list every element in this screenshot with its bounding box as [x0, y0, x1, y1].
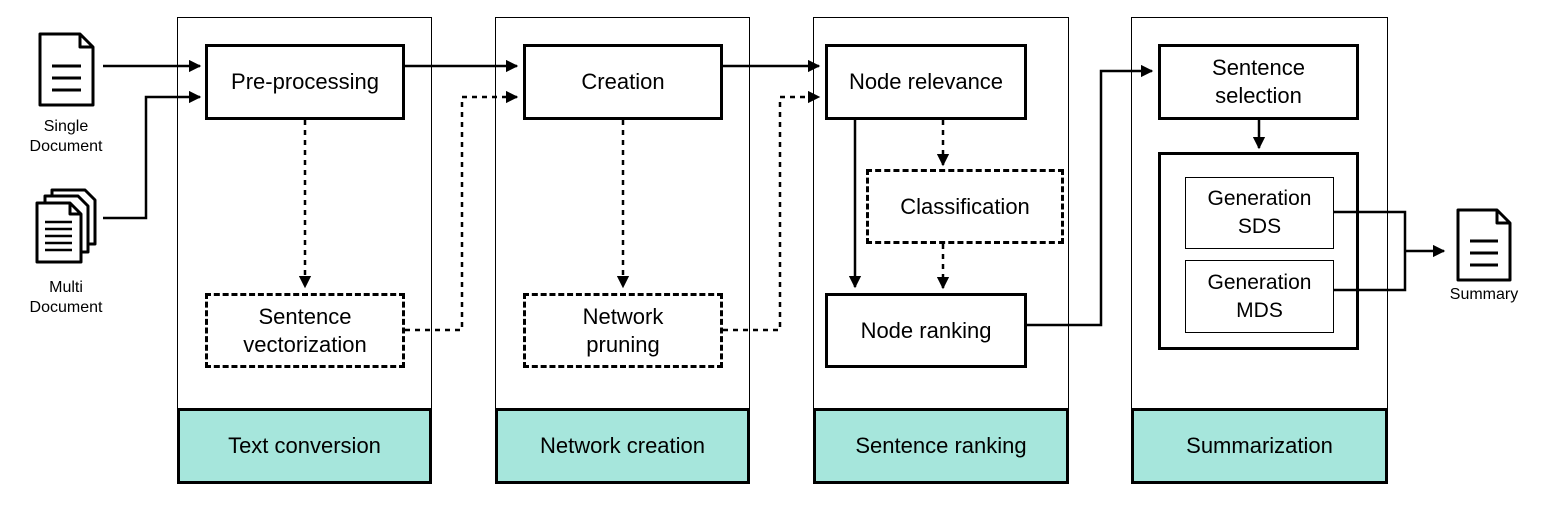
node-ranking-box: Node ranking: [825, 293, 1027, 368]
stage-label-summarization: Summarization: [1131, 408, 1388, 484]
classification-box: Classification: [866, 169, 1064, 244]
creation-box: Creation: [523, 44, 723, 120]
single-document-icon: [38, 32, 95, 107]
stage-label-text-conversion: Text conversion: [177, 408, 432, 484]
summary-document-icon: [1456, 208, 1512, 282]
arrow-pruning-to-node-relevance: [723, 90, 821, 332]
network-pruning-box: Network pruning: [523, 293, 723, 368]
arrow-vectorization-to-creation: [405, 90, 519, 332]
stage-label-sentence-ranking: Sentence ranking: [813, 408, 1069, 484]
stage-label-network-creation: Network creation: [495, 408, 750, 484]
arrow-ranking-to-selection: [1027, 64, 1154, 327]
generation-mds-box: Generation MDS: [1185, 260, 1334, 333]
arrow-multi-to-preprocessing: [103, 90, 202, 220]
line-sds-out: [1334, 210, 1407, 292]
summary-label: Summary: [1449, 286, 1519, 303]
node-relevance-box: Node relevance: [825, 44, 1027, 120]
pre-processing-box: Pre-processing: [205, 44, 405, 120]
generation-sds-box: Generation SDS: [1185, 177, 1334, 249]
multi-document-label: Multi Document: [29, 279, 103, 316]
single-document-label: Single Document: [29, 118, 103, 155]
documents-stack-icon: [35, 188, 97, 264]
sentence-selection-box: Sentence selection: [1158, 44, 1359, 120]
sentence-vectorization-box: Sentence vectorization: [205, 293, 405, 368]
